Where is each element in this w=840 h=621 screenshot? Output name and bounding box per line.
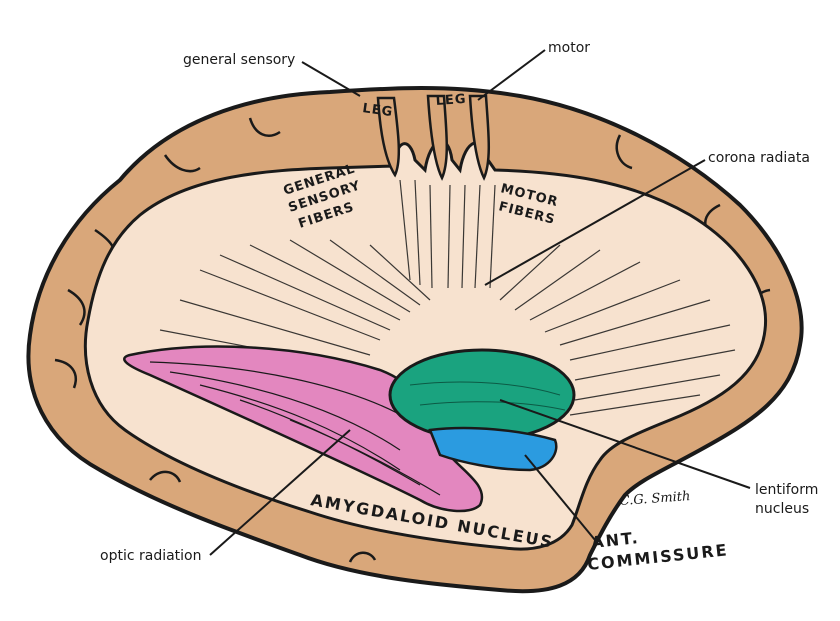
ant-commissure-line1: ANT. [590, 528, 640, 552]
anterior-commissure-shape [428, 426, 558, 472]
lentiform-callout-line2: nucleus [755, 501, 809, 517]
artist-signature: C.G. Smith [619, 489, 691, 509]
lentiform-nucleus-shape [388, 348, 576, 442]
corona-radiata-callout: corona radiata [708, 150, 810, 166]
general-sensory-callout: general sensory [183, 52, 295, 68]
leg-label-left: LEG [361, 101, 394, 120]
motor-callout: motor [548, 40, 590, 56]
corona-radiata-fibers [159, 179, 736, 416]
lentiform-striations [409, 381, 566, 411]
leader-lines [209, 49, 751, 556]
leg-label-right: LEG [435, 92, 467, 109]
optic-radiation-callout: optic radiation [100, 548, 202, 564]
white-matter-shape [83, 139, 768, 551]
lentiform-callout-line1: lentiform [755, 482, 818, 498]
optic-radiation-striations [149, 361, 441, 496]
central-sulci [376, 94, 490, 181]
